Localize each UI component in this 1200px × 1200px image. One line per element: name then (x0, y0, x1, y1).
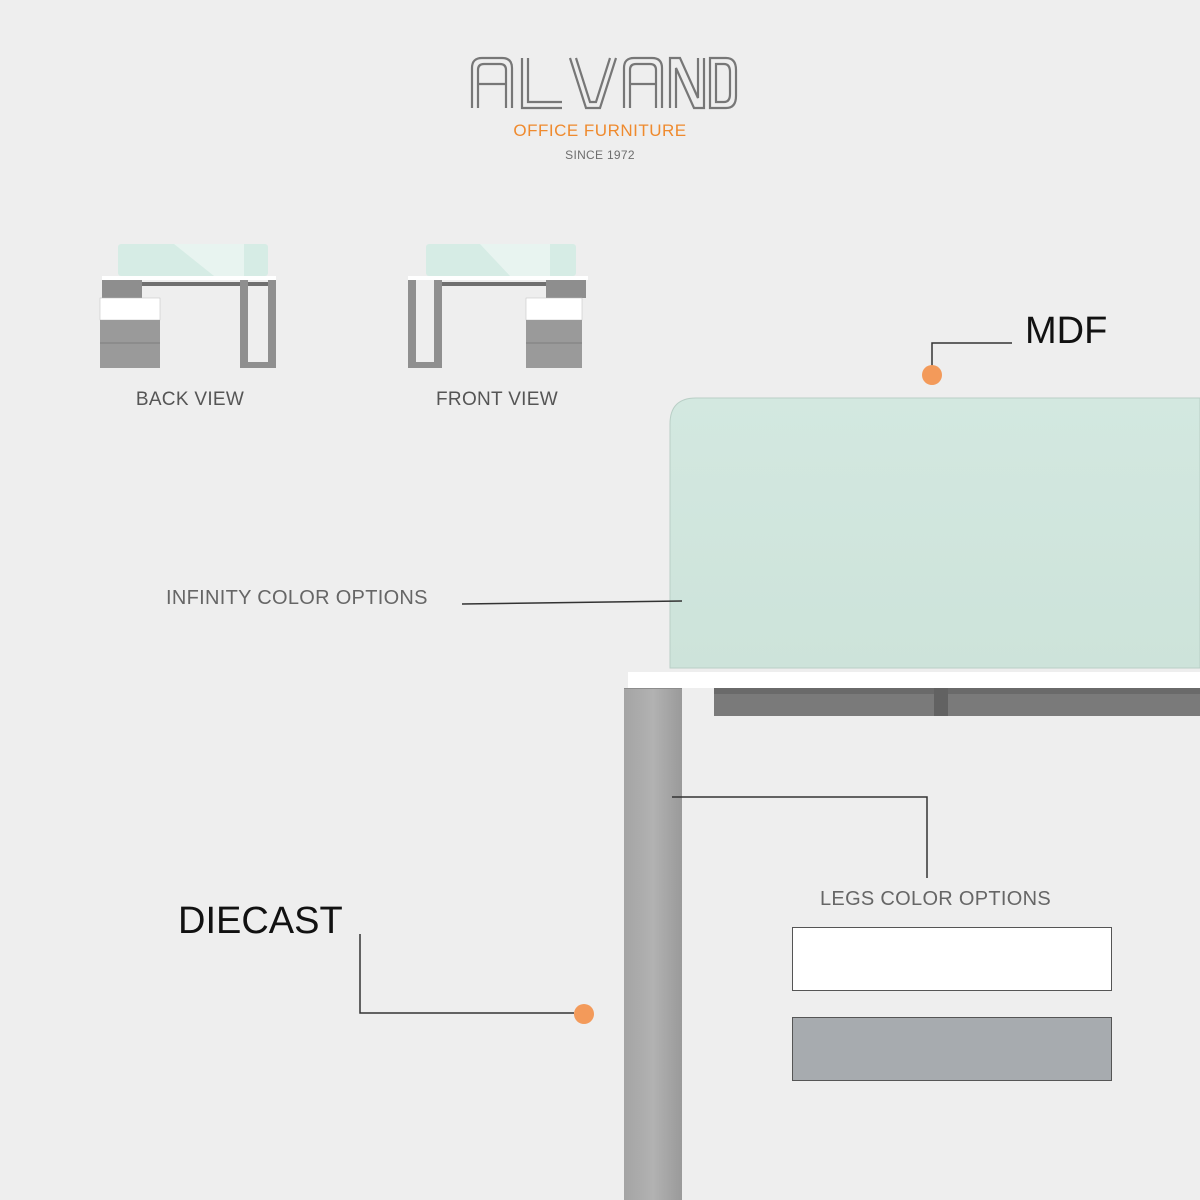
desk-leg (624, 688, 682, 1200)
back-view-thumbnail (94, 240, 294, 370)
diecast-callout-label: DIECAST (178, 900, 343, 942)
mdf-callout-label: MDF (1025, 310, 1108, 352)
screen-panel (669, 397, 1200, 669)
front-view-thumbnail (400, 240, 600, 370)
infinity-color-options-label: INFINITY COLOR OPTIONS (166, 587, 428, 609)
back-view-label: BACK VIEW (135, 389, 245, 410)
brand-since: SINCE 1972 (565, 148, 635, 162)
alvand-logo (468, 54, 740, 110)
mdf-marker-dot (922, 365, 942, 385)
brand-tagline: OFFICE FURNITURE (513, 121, 687, 140)
diecast-marker-dot (574, 1004, 594, 1024)
leg-color-swatch-white[interactable] (792, 927, 1112, 991)
desk-top (628, 672, 1200, 688)
legs-color-options-label: LEGS COLOR OPTIONS (820, 888, 1052, 910)
front-view-label: FRONT VIEW (436, 389, 558, 410)
leg-color-swatch-grey[interactable] (792, 1017, 1112, 1081)
